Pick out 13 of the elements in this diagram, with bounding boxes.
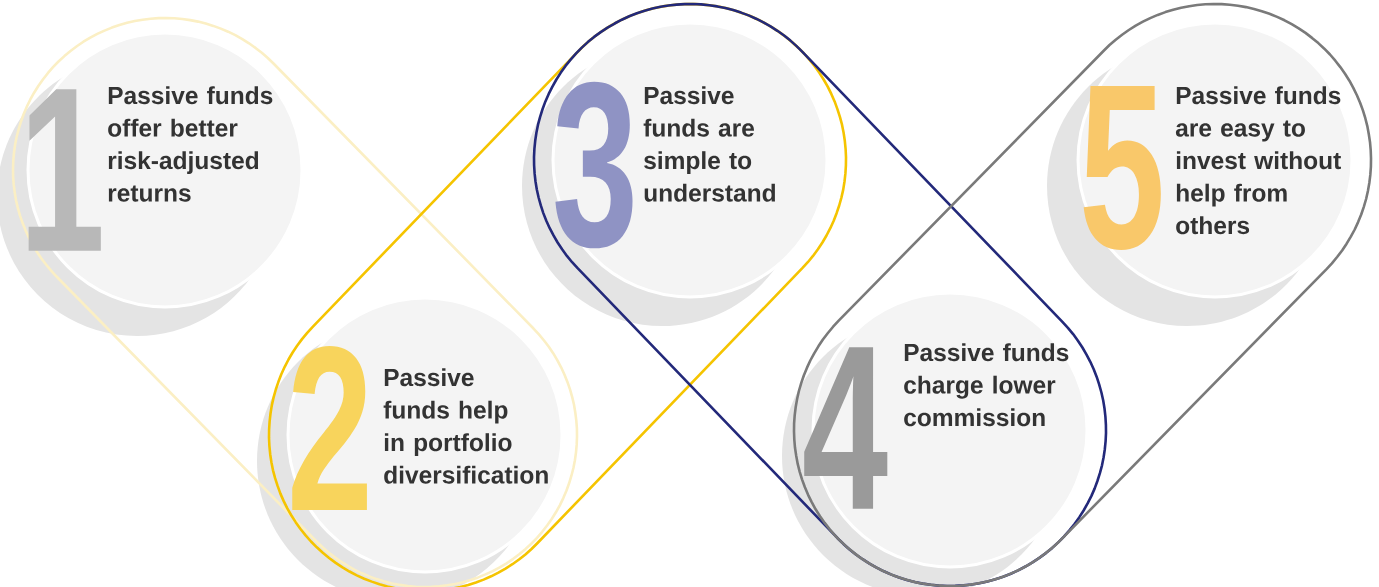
step-text: Passive funds charge lower commission bbox=[904, 343, 1069, 427]
step-text: Passive funds offer better risk-adjusted returns bbox=[108, 86, 273, 202]
step-number: 3 bbox=[555, 81, 633, 249]
step-number: 4 bbox=[804, 347, 888, 509]
step-number: 1 bbox=[28, 89, 101, 251]
step-circle bbox=[286, 296, 564, 574]
step-text: Passive funds help in portfolio diversification bbox=[383, 368, 548, 484]
step-circle bbox=[1076, 21, 1354, 299]
step-number: 5 bbox=[1083, 86, 1161, 250]
step-text: Passive funds are easy to invest without help from others bbox=[1175, 86, 1341, 235]
step-circle bbox=[804, 291, 1089, 569]
step-number: 2 bbox=[292, 345, 367, 511]
step-text: Passive funds are simple to understand bbox=[643, 86, 775, 202]
